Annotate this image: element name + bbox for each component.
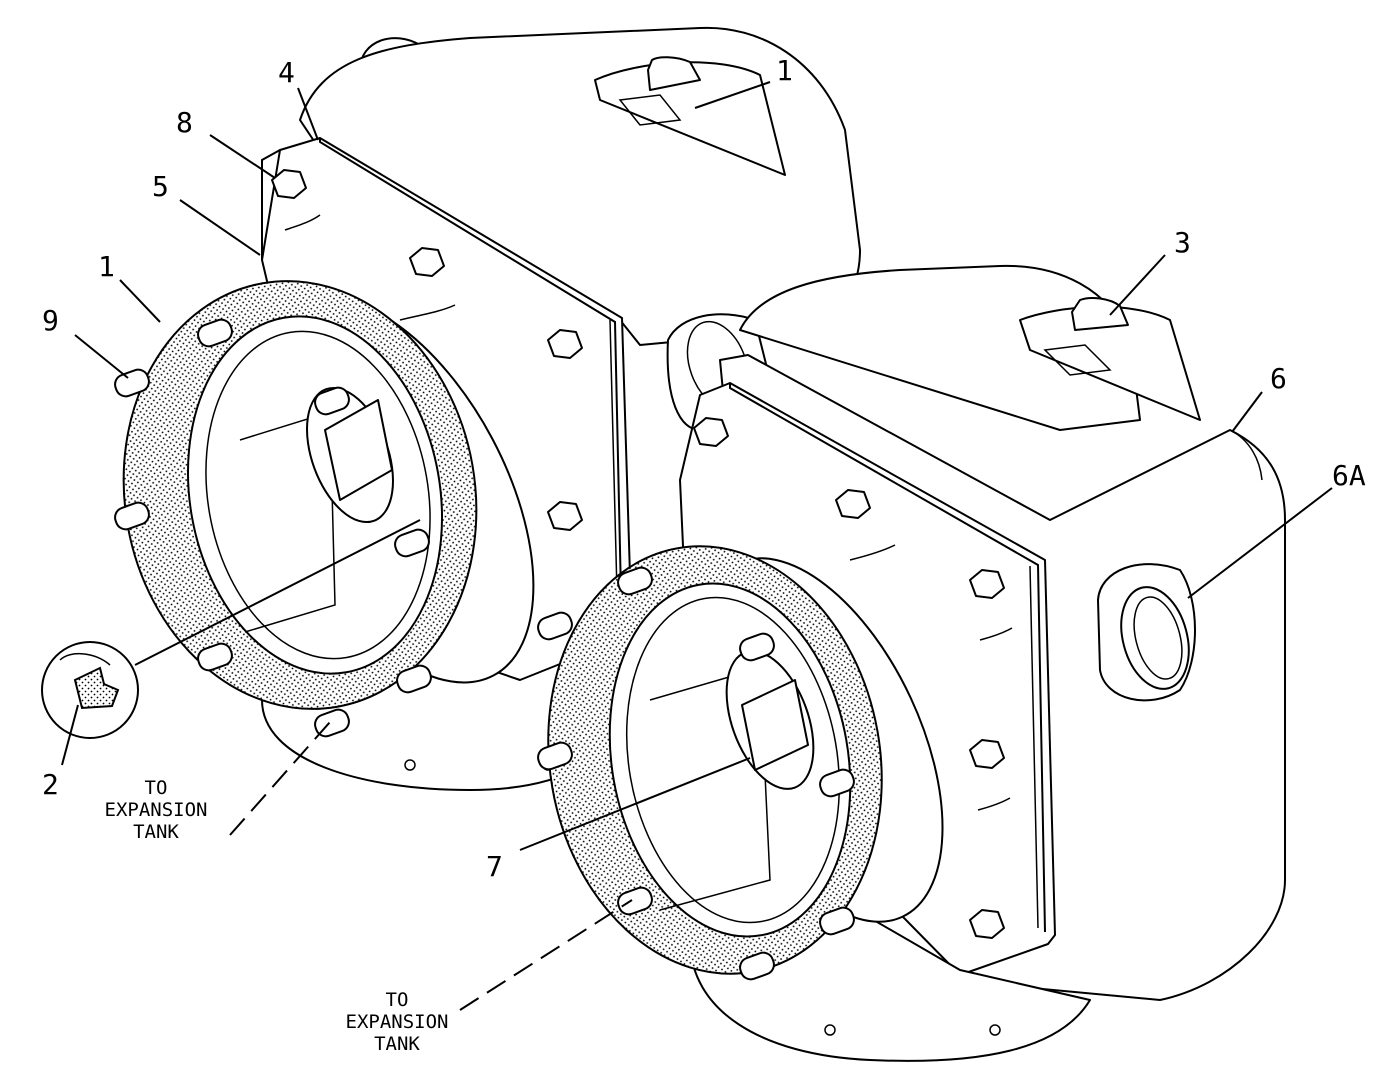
right-housing — [537, 264, 1286, 1062]
svg-text:TANK: TANK — [374, 1033, 420, 1055]
svg-text:TO: TO — [145, 777, 168, 799]
expansion-tank-note-left: TO EXPANSION TANK — [105, 777, 208, 843]
callout-6a: 6A — [1332, 459, 1366, 492]
callout-3: 3 — [1174, 226, 1191, 259]
callout-1-top: 1 — [776, 54, 793, 87]
expansion-tank-note-bottom: TO EXPANSION TANK — [346, 989, 449, 1055]
cover-bolt-icon — [693, 417, 1005, 939]
leader-lines — [61, 81, 1333, 1011]
stud-icon — [537, 566, 855, 981]
callout-7: 7 — [486, 850, 503, 883]
svg-text:EXPANSION: EXPANSION — [346, 1011, 449, 1033]
callout-2: 2 — [42, 768, 59, 801]
seal-detail-magnifier — [41, 519, 421, 739]
stud-icon — [114, 318, 432, 738]
callout-9: 9 — [42, 304, 59, 337]
callout-6: 6 — [1270, 362, 1287, 395]
callout-4: 4 — [278, 56, 295, 89]
svg-text:EXPANSION: EXPANSION — [105, 799, 208, 821]
left-housing — [114, 26, 861, 791]
callout-1-left: 1 — [98, 250, 115, 283]
svg-text:TO: TO — [386, 989, 409, 1011]
callout-labels: 1 4 8 5 1 9 3 6 6A 2 7 — [42, 54, 1366, 883]
callout-8: 8 — [176, 106, 193, 139]
svg-text:TANK: TANK — [133, 821, 179, 843]
callout-5: 5 — [152, 170, 169, 203]
cover-bolt-icon — [271, 169, 583, 531]
